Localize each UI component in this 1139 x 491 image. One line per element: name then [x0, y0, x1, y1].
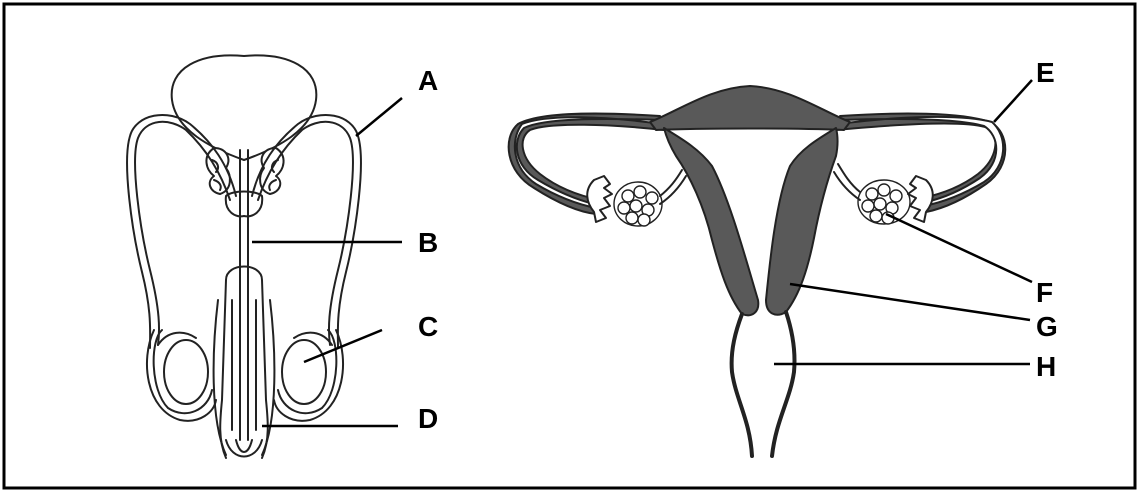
fimbriae-right	[908, 176, 933, 222]
prostate-gland	[226, 192, 262, 217]
label-g: G	[1036, 311, 1058, 342]
bladder	[172, 55, 317, 160]
leader-line-a	[356, 98, 402, 136]
label-d: D	[418, 403, 438, 434]
penis	[220, 267, 268, 459]
label-c: C	[418, 311, 438, 342]
ovary-left	[614, 182, 662, 226]
label-h: H	[1036, 351, 1056, 382]
fimbriae-left	[587, 176, 612, 222]
corpus-spongiosum	[232, 300, 256, 430]
leader-line-g	[790, 284, 1030, 320]
label-a: A	[418, 65, 438, 96]
label-b: B	[418, 227, 438, 258]
label-f: F	[1036, 277, 1053, 308]
testis-left	[164, 340, 208, 404]
leader-line-e	[994, 80, 1032, 122]
leader-line-f	[886, 214, 1032, 282]
ovary-right	[858, 180, 910, 224]
label-e: E	[1036, 57, 1055, 88]
uterus-wall-left	[664, 128, 758, 315]
figure-frame	[4, 4, 1135, 488]
uterus-fundus	[650, 86, 850, 130]
vagina-left-wall	[732, 314, 752, 456]
testis-right	[282, 340, 326, 404]
vagina-right-wall	[772, 312, 795, 456]
male-reproductive-system	[127, 55, 361, 458]
ovarian-ligament-left	[660, 170, 686, 204]
ovarian-ligament-right	[834, 164, 860, 200]
female-reproductive-system	[509, 86, 1006, 456]
glans	[226, 440, 262, 457]
